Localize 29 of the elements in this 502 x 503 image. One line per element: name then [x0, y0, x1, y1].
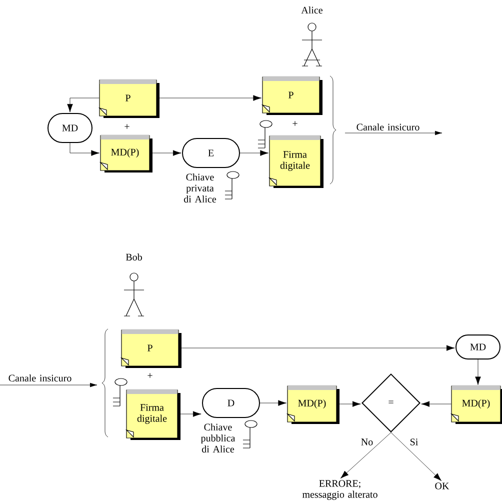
arrow — [390, 432, 442, 481]
caption-text: Alice — [301, 6, 322, 14]
arrow — [150, 150, 182, 156]
arrow — [421, 401, 452, 407]
plus-sign: + — [124, 124, 130, 129]
arrow — [260, 400, 286, 406]
caption-text: Bob — [126, 253, 142, 260]
arrow — [156, 95, 262, 101]
arrow — [70, 142, 100, 156]
arrow — [475, 359, 481, 385]
arrow — [178, 411, 202, 417]
caption-text: Canale insicuro — [8, 374, 72, 382]
process-box: MD — [48, 113, 92, 143]
edge-label: No — [360, 438, 374, 446]
process-box: E — [182, 138, 240, 168]
edge-label: Si — [408, 438, 420, 446]
outcome-text: ERRORE; messaggio alterato — [302, 480, 378, 500]
process-box: MD — [456, 334, 500, 360]
arrow — [240, 150, 268, 156]
arrow — [67, 98, 100, 112]
plus-sign: + — [148, 373, 152, 378]
arrow — [336, 401, 361, 407]
arrow — [178, 345, 455, 351]
caption-text: Canale insicuro — [356, 123, 420, 130]
caption-text: Chiave pubblica di Alice — [200, 423, 236, 452]
plus-sign: + — [292, 121, 298, 126]
outcome-text: OK — [435, 482, 450, 490]
process-box: D — [202, 388, 260, 418]
arrow — [340, 432, 392, 478]
